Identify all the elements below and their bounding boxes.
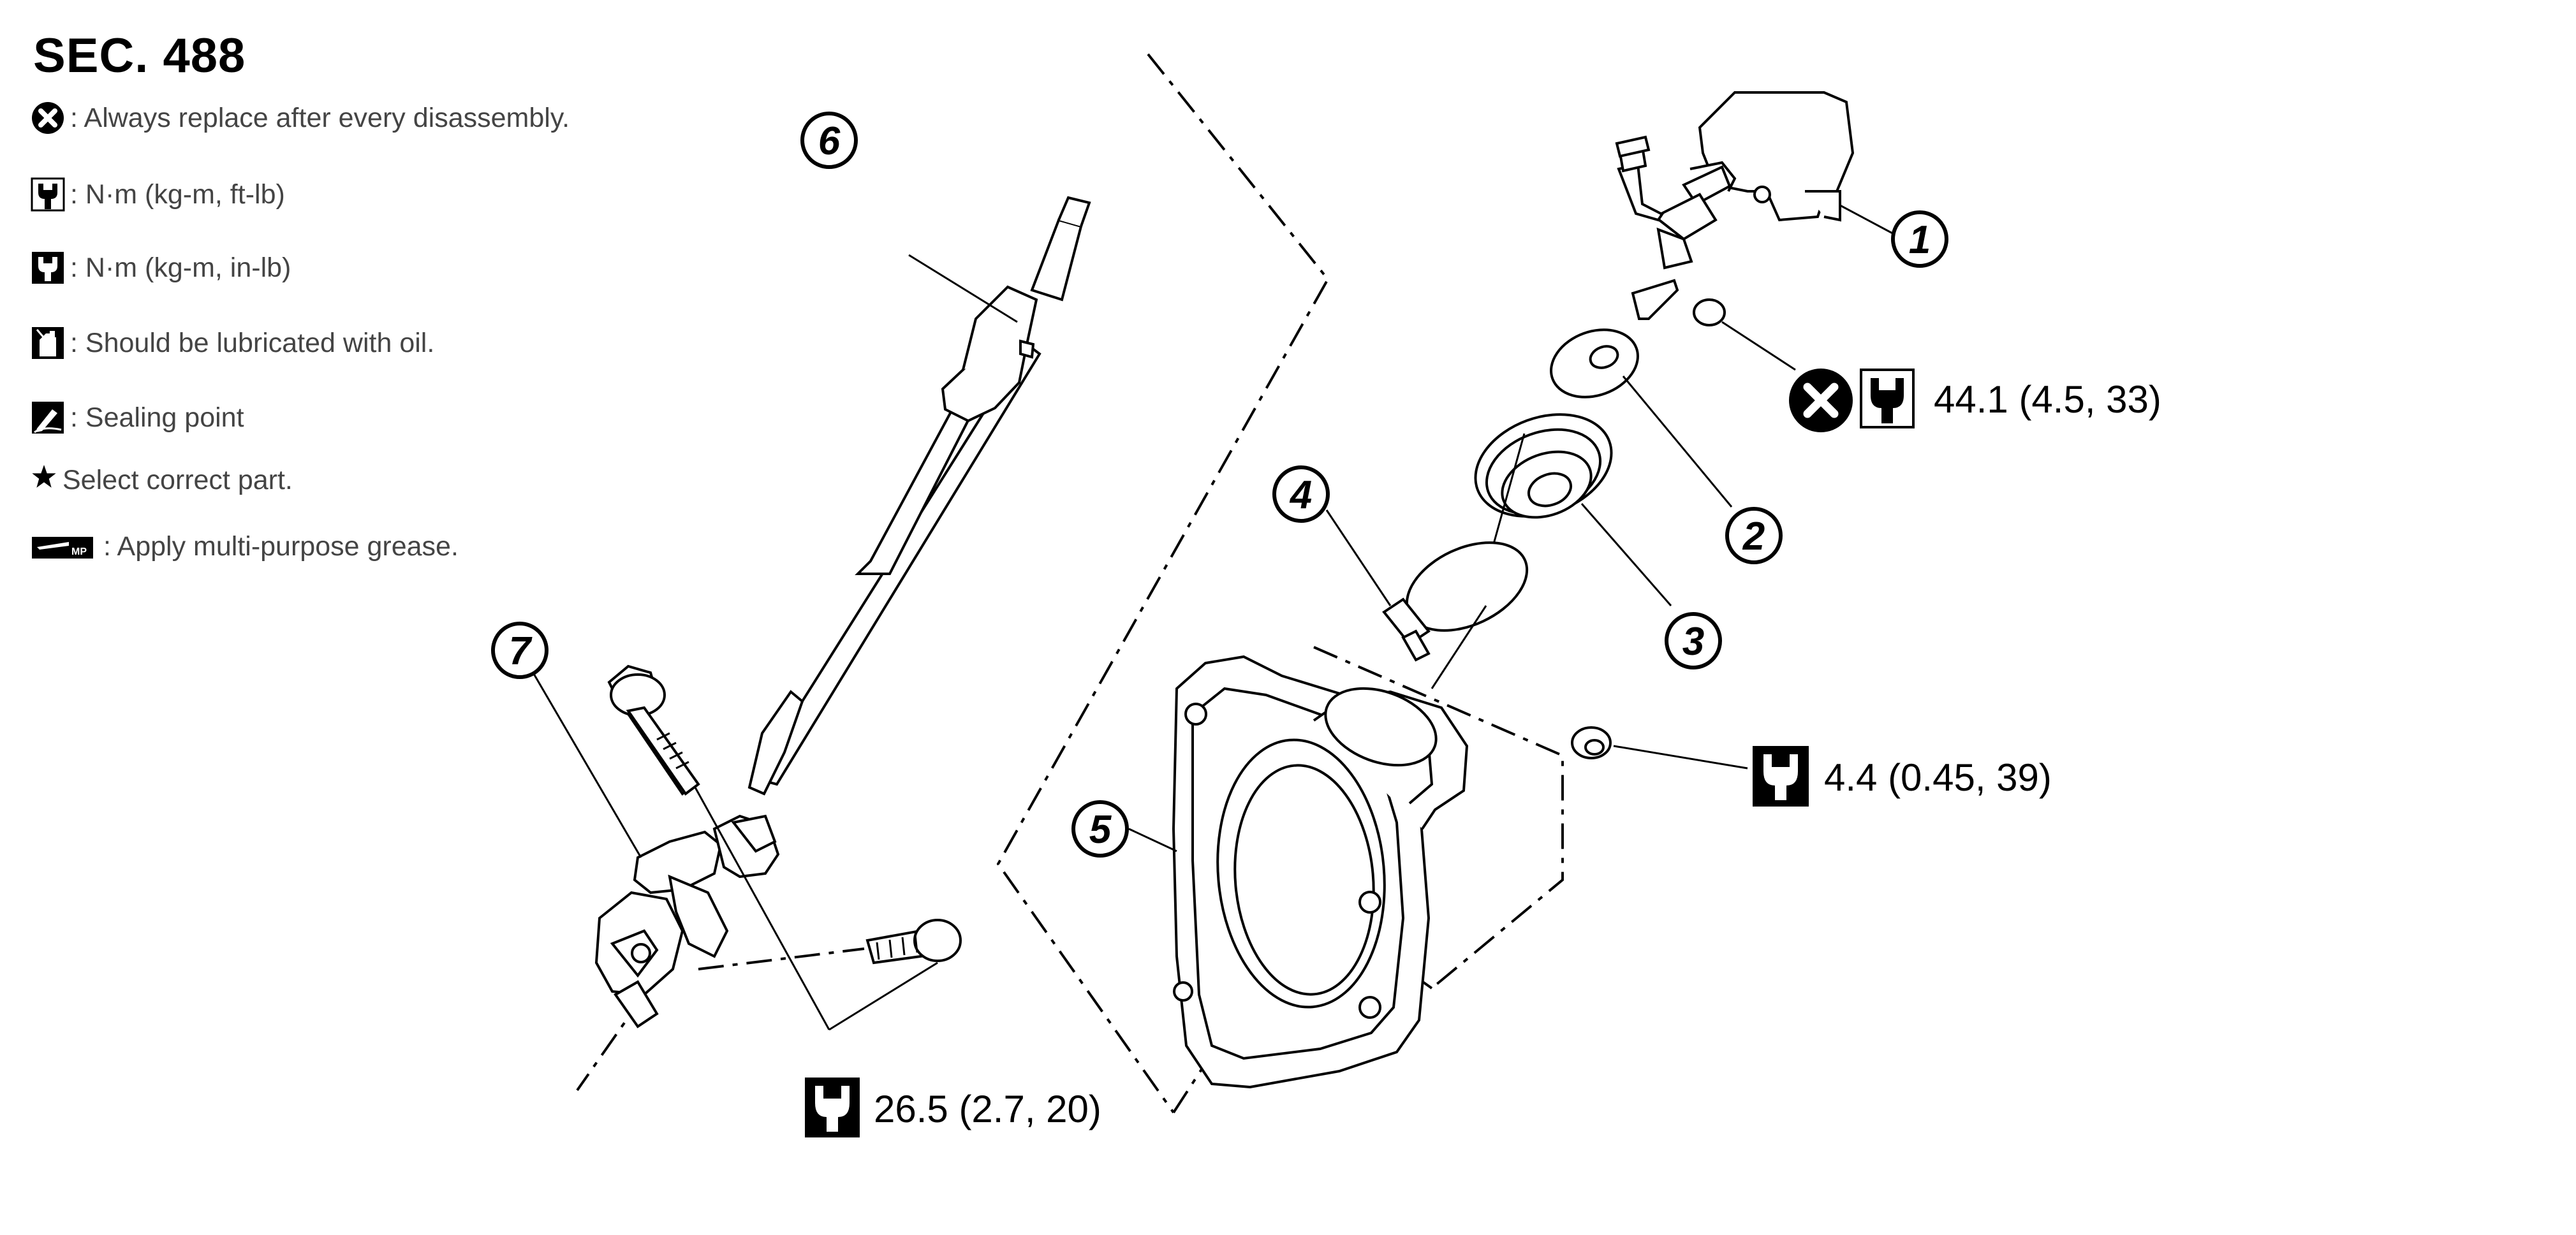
leader-line-nut-1 bbox=[1721, 321, 1796, 371]
part-number-7: 7 bbox=[509, 629, 533, 673]
svg-text:MP: MP bbox=[71, 546, 87, 557]
torque-spec-nut-5: 4.4 (0.45, 39) bbox=[1753, 746, 2052, 807]
part-number-1: 1 bbox=[1909, 218, 1931, 262]
part-7-bolt-upper bbox=[610, 673, 700, 796]
legend-text: : Apply multi-purpose grease. bbox=[103, 530, 459, 562]
torque-spec-nut-1: 44.1 (4.5, 33) bbox=[1789, 369, 2161, 432]
torque-spec-bolts-7: 26.5 (2.7, 20) bbox=[805, 1078, 1101, 1137]
torque-value-7: 26.5 (2.7, 20) bbox=[874, 1088, 1101, 1130]
leader-line-6 bbox=[908, 254, 1018, 323]
leader-line-bolt-lower bbox=[828, 961, 938, 1031]
leader-line-5 bbox=[1128, 828, 1177, 852]
always-replace-icon bbox=[31, 101, 65, 135]
section-title: SEC. 488 bbox=[33, 29, 246, 83]
axis-line-2 bbox=[1431, 605, 1487, 689]
leader-line-1 bbox=[1839, 204, 1898, 237]
part-5-dash-cover bbox=[1172, 655, 1469, 1089]
callout-part-4: 4 bbox=[1272, 465, 1330, 523]
part-5-nut bbox=[1571, 726, 1612, 759]
legend-text: : Should be lubricated with oil. bbox=[70, 327, 435, 358]
callout-part-5: 5 bbox=[1071, 800, 1129, 858]
grease-icon: MP bbox=[31, 529, 94, 564]
legend-text: : Always replace after every disassembly… bbox=[70, 102, 570, 133]
part-2-seal bbox=[1550, 328, 1639, 398]
part-number-3: 3 bbox=[1682, 620, 1704, 664]
leader-line-nut-5 bbox=[1613, 745, 1748, 770]
part-number-6: 6 bbox=[818, 119, 841, 163]
part-number-4: 4 bbox=[1289, 473, 1312, 517]
part-1-column-joint bbox=[1615, 91, 1855, 325]
legend-item-torque-ftlb: : N·m (kg-m, ft-lb) bbox=[31, 172, 285, 217]
legend-text: : N·m (kg-m, in-lb) bbox=[70, 252, 291, 283]
leader-line-bolt-upper bbox=[694, 787, 830, 1030]
torque-wrench-ftlb-icon bbox=[31, 177, 65, 212]
oil-can-icon bbox=[31, 326, 65, 360]
torque-value-1: 44.1 (4.5, 33) bbox=[1934, 378, 2161, 421]
torque-wrench-inlb-icon bbox=[31, 251, 65, 285]
leader-line-4 bbox=[1325, 509, 1392, 606]
torque-value-5: 4.4 (0.45, 39) bbox=[1824, 756, 2052, 799]
star-icon bbox=[31, 463, 57, 497]
legend-item-sealing: : Sealing point bbox=[31, 395, 244, 440]
part-number-5: 5 bbox=[1089, 808, 1112, 852]
callout-part-7: 7 bbox=[491, 622, 548, 679]
callout-part-1: 1 bbox=[1891, 210, 1948, 268]
torque-wrench-ftlb-icon bbox=[805, 1078, 860, 1137]
leader-line-7 bbox=[528, 666, 642, 858]
legend-text: : N·m (kg-m, ft-lb) bbox=[70, 179, 285, 210]
callout-part-2: 2 bbox=[1725, 507, 1783, 564]
axis-line bbox=[1491, 433, 1526, 549]
torque-wrench-inlb-icon bbox=[1753, 746, 1809, 807]
callout-part-6: 6 bbox=[800, 112, 858, 169]
leader-line-3 bbox=[1580, 503, 1672, 606]
part-3-grommet bbox=[1474, 413, 1613, 519]
part-6-lower-shaft bbox=[747, 196, 1091, 796]
always-replace-icon bbox=[1789, 369, 1853, 432]
callout-part-3: 3 bbox=[1665, 612, 1722, 669]
part-7-bolt-lower bbox=[865, 919, 962, 965]
legend-item-select-part: Select correct part. bbox=[31, 458, 293, 502]
legend-item-oil: : Should be lubricated with oil. bbox=[31, 321, 434, 365]
part-4-clamp bbox=[1382, 541, 1529, 662]
legend-item-grease: MP : Apply multi-purpose grease. bbox=[31, 524, 459, 569]
sealing-point-icon bbox=[31, 400, 65, 435]
legend-item-always-replace: : Always replace after every disassembly… bbox=[31, 96, 570, 140]
legend-item-torque-inlb: : N·m (kg-m, in-lb) bbox=[31, 245, 291, 290]
legend-text: Select correct part. bbox=[63, 464, 293, 495]
legend-text: : Sealing point bbox=[70, 402, 244, 433]
part-7-universal-joint bbox=[594, 664, 780, 1028]
torque-wrench-ftlb-icon bbox=[1860, 369, 1915, 428]
leader-line-2 bbox=[1622, 376, 1733, 508]
part-number-2: 2 bbox=[1742, 515, 1765, 559]
part-1-nut bbox=[1693, 298, 1726, 326]
